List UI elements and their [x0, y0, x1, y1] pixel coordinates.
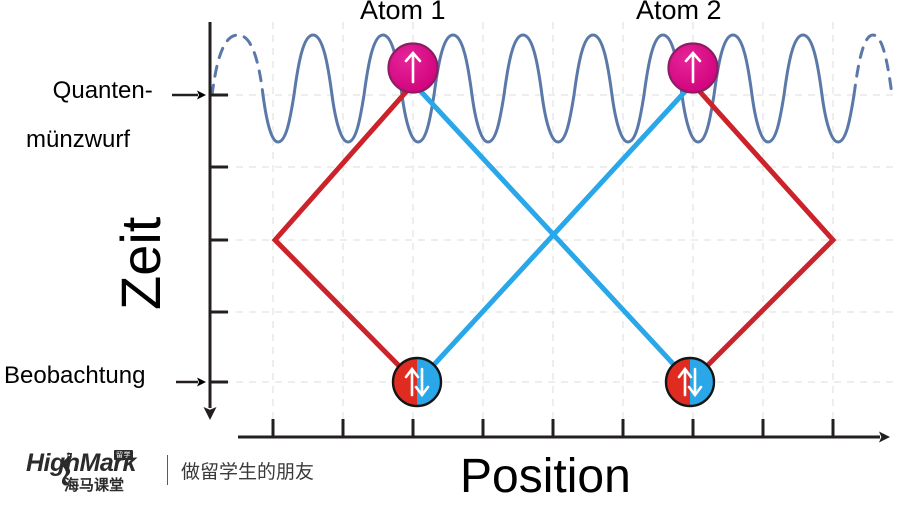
axes: [172, 22, 890, 443]
path-blue-left-to-right: [412, 82, 691, 383]
quantum-coin-toss-label: Quanten- münzwurf: [26, 55, 153, 202]
x-axis-title: Position: [460, 450, 631, 503]
logo-divider: [167, 455, 168, 485]
up-arrow-icon: [404, 51, 422, 84]
atom-2-measured-marker: [664, 356, 716, 408]
logo-tm-badge: 留学: [114, 450, 133, 460]
highmark-logo: HighMark 留学 海马课堂 做留学生的朋友: [26, 449, 315, 494]
observation-label: Beobachtung: [4, 362, 146, 389]
atom-1-label: Atom 1: [360, 0, 446, 25]
path-red-right: [690, 82, 837, 383]
wave-dashed-right: [852, 33, 894, 97]
coin-label-line1: Quanten-: [52, 77, 153, 105]
logo-chinese-subtitle: 海马课堂: [64, 477, 125, 494]
atom-2-label: Atom 2: [636, 0, 722, 25]
wave-solid: [261, 33, 856, 144]
quantum-walk-paths: [271, 82, 837, 383]
path-blue-right-to-left: [417, 82, 694, 383]
y-axis-ticks: [210, 93, 228, 384]
x-axis-ticks: [271, 419, 835, 437]
y-axis-title-text: Zeit: [109, 216, 172, 310]
up-arrow-icon: [684, 51, 702, 84]
coin-label-line2: münzwurf: [26, 126, 131, 154]
seahorse-icon: [61, 452, 72, 486]
up-down-arrows-icon: [677, 366, 703, 398]
wave-dashed-left: [210, 33, 265, 97]
atom-1-measured-marker: [391, 356, 443, 408]
optical-lattice-wave: [210, 33, 894, 144]
grid-lines: [210, 22, 896, 437]
logo-chinese-tagline: 做留学生的朋友: [181, 460, 315, 483]
logo-mark: HighMark 留学 海马课堂: [26, 449, 154, 494]
path-red-left: [271, 82, 416, 383]
atom-2-superposition-marker: [667, 42, 719, 94]
up-down-arrows-icon: [404, 366, 430, 398]
atom-1-superposition-marker: [387, 42, 439, 94]
